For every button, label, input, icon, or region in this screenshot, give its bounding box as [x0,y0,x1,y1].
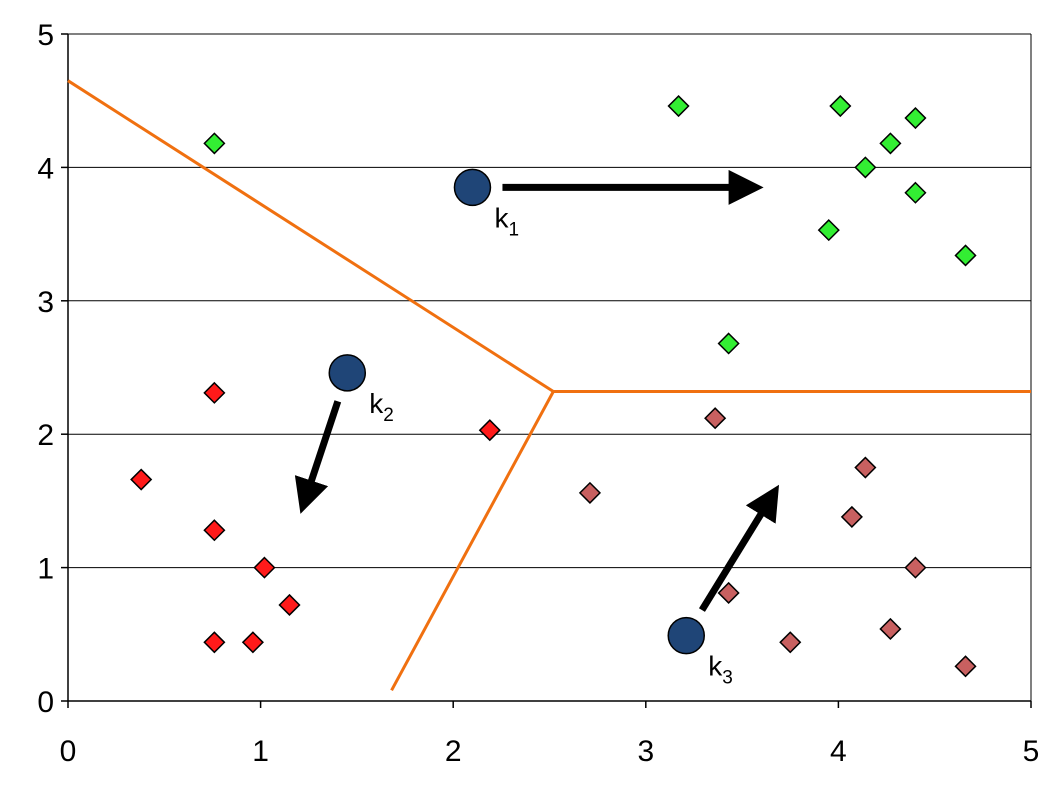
centroid-k2 [328,354,367,392]
centroid-arrows [294,169,780,612]
data-point-series-2 [241,631,264,654]
centroid-label-k1: k1 [494,202,519,240]
y-tick-label: 5 [37,19,54,52]
data-point-series-2 [478,419,501,442]
data-point-series-3 [779,631,802,654]
data-point-series-1 [954,244,977,267]
data-point-series-1 [203,132,226,155]
axes: 0 1 2 3 4 5 0 1 2 3 4 5 [37,19,1039,768]
x-tick-label: 3 [637,735,654,768]
x-tick-label: 0 [60,735,77,768]
data-point-series-2 [253,556,276,579]
data-point-series-1 [717,332,740,355]
y-tick-label: 3 [37,286,54,319]
x-tick-label: 5 [1023,735,1040,768]
data-point-series-1 [904,181,927,204]
centroid-k1 [453,168,492,207]
x-tick-label: 1 [252,735,269,768]
x-tick-label: 4 [830,735,847,768]
boundary-line [390,390,555,692]
data-point-series-1 [829,94,852,118]
data-points [130,94,977,678]
decision-boundaries [67,79,1031,692]
y-tick-label: 2 [37,419,54,452]
centroid-arrow-k2 [294,400,342,514]
centroids: k1 k2 k3 [328,168,733,689]
data-point-series-2 [203,381,226,404]
grid-lines [68,33,1032,701]
boundary-line [67,79,555,393]
data-point-series-2 [203,519,226,542]
data-point-series-3 [879,617,902,641]
y-tick-label: 1 [37,553,54,586]
data-point-series-2 [278,593,301,617]
data-point-series-1 [904,106,927,130]
data-point-series-3 [904,556,927,579]
data-point-series-3 [717,581,740,605]
data-point-series-2 [203,631,226,654]
centroid-label-k2: k2 [369,388,394,426]
y-tick-label: 0 [37,686,54,719]
data-point-series-3 [854,456,877,479]
data-point-series-3 [578,481,602,504]
data-point-series-1 [667,94,690,118]
data-point-series-1 [817,219,840,242]
data-point-series-3 [840,505,863,528]
y-tick-label: 4 [37,152,54,185]
data-point-series-3 [954,655,977,678]
centroid-k3 [667,616,705,655]
x-tick-label: 2 [445,735,462,768]
data-point-series-3 [704,407,727,430]
centroid-arrow-k3 [698,484,780,612]
centroid-label-k3: k3 [708,651,733,689]
data-point-series-1 [854,156,877,179]
data-point-series-2 [130,468,153,491]
data-point-series-1 [879,132,902,155]
